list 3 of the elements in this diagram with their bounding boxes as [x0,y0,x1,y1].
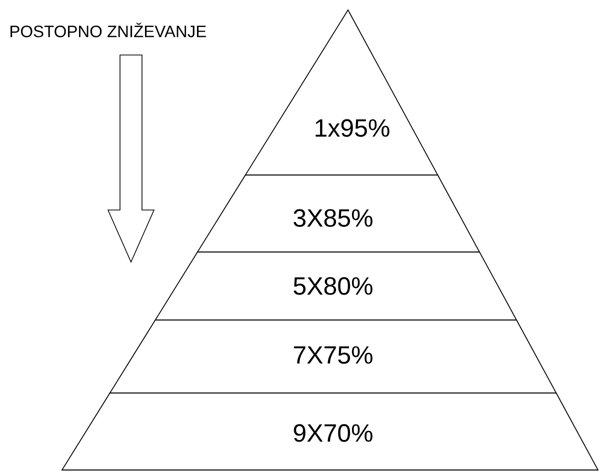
arrow-label: POSTOPNO ZNIŽEVANJE [10,22,206,38]
pyramid-band: 5X80% [154,252,518,320]
pyramid-band: 7X75% [109,320,557,394]
